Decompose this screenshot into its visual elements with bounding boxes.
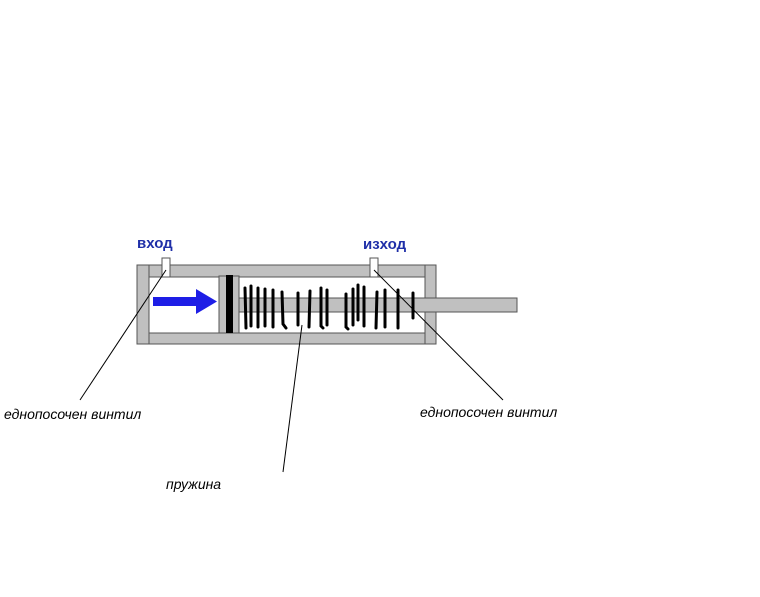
right-arrow-icon xyxy=(153,289,217,314)
leader-valve-left xyxy=(79,269,167,401)
inlet-port xyxy=(161,257,171,278)
outlet-port xyxy=(369,257,379,278)
spring xyxy=(243,283,415,331)
piston-head xyxy=(218,275,240,334)
spring-label: пружина xyxy=(166,476,221,492)
inlet-label: вход xyxy=(137,235,173,252)
leader-valve-right xyxy=(373,269,504,401)
leader-spring xyxy=(282,324,303,473)
leader-lines xyxy=(79,269,504,473)
housing-top-middle xyxy=(169,264,371,278)
housing-right-upper xyxy=(424,264,437,299)
housing-bottom xyxy=(136,332,437,345)
valve-right-label: еднопосочен винтил xyxy=(420,404,557,420)
outlet-label: изход xyxy=(363,236,407,253)
ports xyxy=(161,257,379,278)
valve-left-label: еднопосочен винтил xyxy=(4,406,141,422)
housing-right-lower xyxy=(424,311,437,345)
